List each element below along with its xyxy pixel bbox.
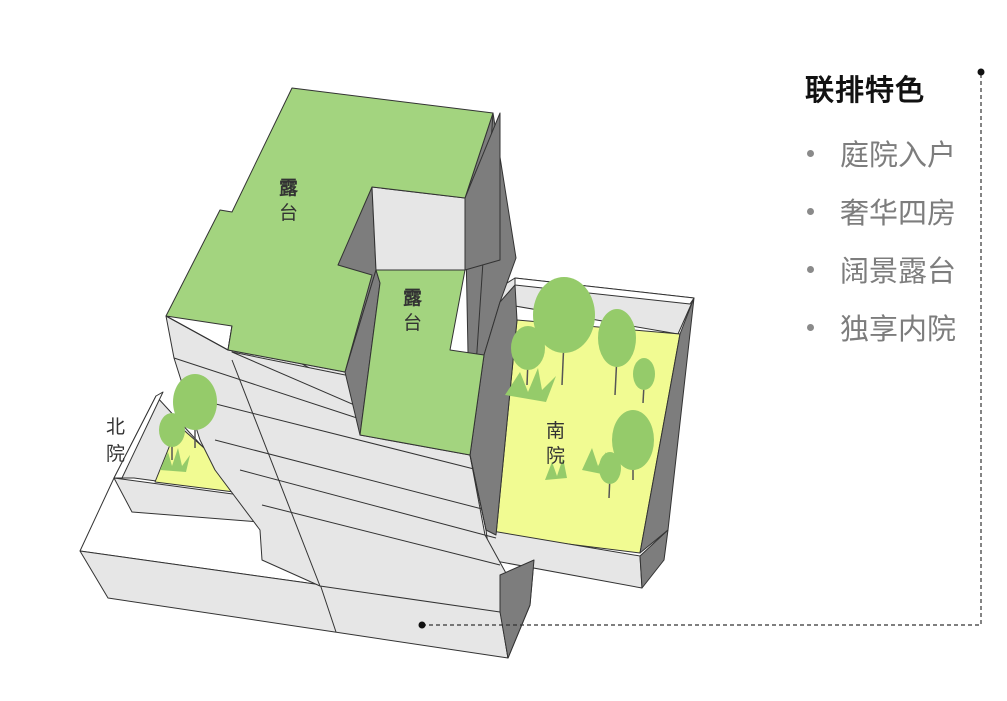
leader-dot-end <box>977 68 985 76</box>
courtyard-walls <box>371 112 501 271</box>
label-north-yard-1: 北 <box>106 416 125 438</box>
leader-dot-start <box>418 621 426 629</box>
feature-label: 独享内院 <box>840 312 957 346</box>
feature-label: 庭院入户 <box>840 138 957 172</box>
list-item: 庭院入户 <box>805 124 995 182</box>
list-item: 独享内院 <box>805 298 995 356</box>
list-item: 奢华四房 <box>805 182 995 240</box>
feature-list: 庭院入户 奢华四房 阔景露台 独享内院 <box>805 124 995 356</box>
label-north-yard-2: 院 <box>106 443 125 465</box>
roof-terrace-middle <box>359 269 485 456</box>
panel-title: 联排特色 <box>805 73 926 107</box>
bullet-icon <box>807 265 814 273</box>
feature-label: 阔景露台 <box>840 254 957 288</box>
diagram-labels: 露 台 露 台 北 院 南 院 <box>106 177 565 467</box>
trees <box>159 277 655 499</box>
list-item: 阔景露台 <box>805 240 995 298</box>
label-terrace-middle-1: 露 <box>403 287 423 309</box>
label-terrace-upper-1: 露 <box>279 177 299 199</box>
label-south-yard-1: 南 <box>546 420 565 442</box>
bullet-icon <box>807 149 814 157</box>
bullet-icon <box>807 207 814 215</box>
label-terrace-upper-2: 台 <box>279 202 298 224</box>
bullet-icon <box>807 323 814 331</box>
roof-terrace-upper <box>165 87 494 373</box>
feature-label: 奢华四房 <box>840 196 957 230</box>
features-panel: 联排特色 庭院入户 奢华四房 阔景露台 独享内院 <box>805 70 995 356</box>
leader-line <box>418 68 985 629</box>
label-terrace-middle-2: 台 <box>403 312 422 334</box>
label-south-yard-2: 院 <box>546 445 565 467</box>
